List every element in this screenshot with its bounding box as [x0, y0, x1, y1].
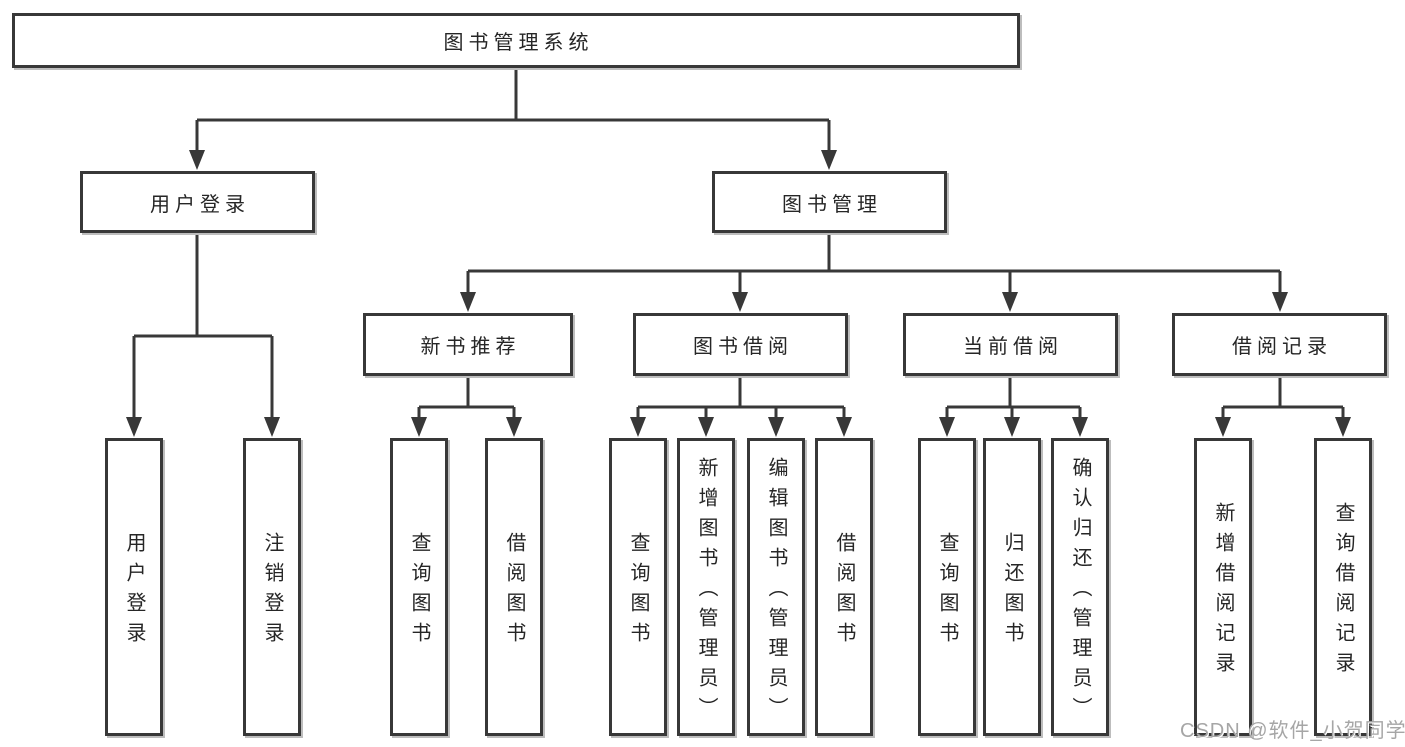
arrow-icon — [411, 417, 427, 437]
leaf-logout: 注销登录 — [243, 438, 301, 736]
leaf-query-books-recommend-label: 查询图书 — [408, 532, 430, 652]
arrowheads — [126, 150, 1351, 437]
arrow-icon — [1272, 292, 1288, 312]
leaf-add-borrow-record: 新增借阅记录 — [1194, 438, 1252, 736]
leaf-edit-book-admin-label: 编辑图书（管理员） — [765, 457, 787, 727]
leaf-return-book: 归还图书 — [983, 438, 1041, 736]
leaf-borrow-books-borrowing-label: 借阅图书 — [833, 532, 855, 652]
leaf-user-login-label: 用户登录 — [123, 532, 145, 652]
connector-path — [132, 68, 1345, 419]
arrow-icon — [126, 417, 142, 437]
leaf-query-borrow-record-label: 查询借阅记录 — [1332, 502, 1354, 682]
node-book-borrowing-label: 图书借阅 — [693, 336, 793, 358]
node-current-borrowing: 当前借阅 — [903, 313, 1118, 376]
leaf-borrow-books-recommend: 借阅图书 — [485, 438, 543, 736]
arrow-icon — [506, 417, 522, 437]
arrow-icon — [821, 150, 837, 170]
node-book-management: 图书管理 — [712, 171, 947, 233]
node-user-login-label: 用户登录 — [150, 193, 250, 216]
arrow-icon — [836, 417, 852, 437]
leaf-query-books-current: 查询图书 — [918, 438, 976, 736]
node-new-book-recommendation-label: 新书推荐 — [420, 336, 521, 358]
arrow-icon — [1004, 417, 1020, 437]
leaf-query-books-borrowing-label: 查询图书 — [627, 532, 649, 652]
leaf-add-book-admin-label: 新增图书（管理员） — [695, 457, 717, 727]
leaf-query-books-borrowing: 查询图书 — [609, 438, 667, 736]
arrow-icon — [698, 417, 714, 437]
arrow-icon — [460, 292, 476, 312]
leaf-query-books-recommend: 查询图书 — [390, 438, 448, 736]
leaf-add-borrow-record-label: 新增借阅记录 — [1212, 502, 1234, 682]
watermark: CSDN @软件_小贺同学 — [1180, 720, 1405, 742]
arrow-icon — [1072, 417, 1088, 437]
leaf-user-login: 用户登录 — [105, 438, 163, 736]
leaf-logout-label: 注销登录 — [261, 532, 283, 652]
node-borrowing-records-label: 借阅记录 — [1232, 336, 1332, 358]
node-borrowing-records: 借阅记录 — [1172, 313, 1387, 376]
leaf-query-books-current-label: 查询图书 — [936, 532, 958, 652]
leaf-add-book-admin: 新增图书（管理员） — [677, 438, 735, 736]
leaf-query-borrow-record: 查询借阅记录 — [1314, 438, 1372, 736]
node-book-management-label: 图书管理 — [782, 193, 882, 216]
arrow-icon — [264, 417, 280, 437]
arrow-icon — [732, 292, 748, 312]
arrow-icon — [1215, 417, 1231, 437]
leaf-borrow-books-recommend-label: 借阅图书 — [503, 532, 525, 652]
arrow-icon — [939, 417, 955, 437]
node-new-book-recommendation: 新书推荐 — [363, 313, 573, 376]
node-current-borrowing-label: 当前借阅 — [963, 336, 1063, 358]
node-root-label: 图书管理系统 — [443, 32, 594, 54]
node-user-login: 用户登录 — [80, 171, 315, 233]
node-book-borrowing: 图书借阅 — [633, 313, 848, 376]
leaf-confirm-return-admin-label: 确认归还（管理员） — [1069, 457, 1091, 727]
arrow-icon — [1002, 292, 1018, 312]
arrow-icon — [630, 417, 646, 437]
leaf-return-book-label: 归还图书 — [1001, 532, 1023, 652]
leaf-borrow-books-borrowing: 借阅图书 — [815, 438, 873, 736]
leaf-edit-book-admin: 编辑图书（管理员） — [747, 438, 805, 736]
leaf-confirm-return-admin: 确认归还（管理员） — [1051, 438, 1109, 736]
arrow-icon — [768, 417, 784, 437]
node-root: 图书管理系统 — [12, 13, 1020, 68]
arrow-icon — [189, 150, 205, 170]
arrow-icon — [1335, 417, 1351, 437]
